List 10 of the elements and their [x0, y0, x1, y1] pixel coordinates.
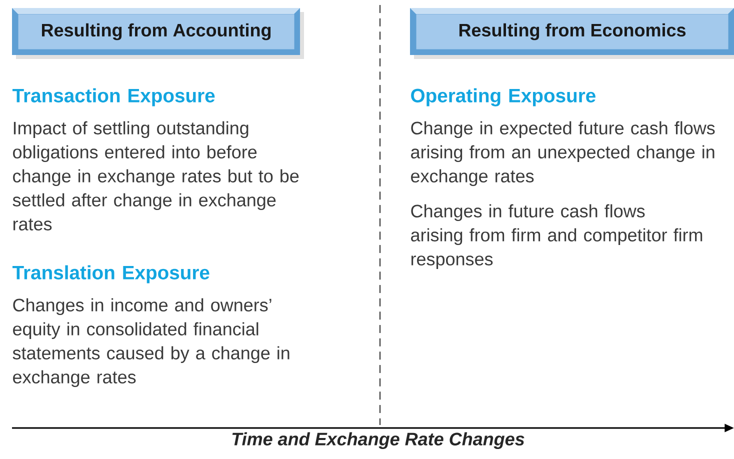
axis-label: Time and Exchange Rate Changes: [232, 432, 524, 450]
section-heading: Transaction Exposure: [12, 88, 215, 106]
description-text: Change in expected future cash flows arising from an unexpected change in exchange rates: [411, 121, 715, 186]
section-heading: Operating Exposure: [411, 88, 596, 106]
description-text: Impact of settling outstanding obligations entered into before change in exchange rates but to be settled after change in exchange rates: [12, 121, 299, 230]
section-heading: Translation Exposure: [12, 265, 210, 284]
header-box: Resulting from Economics: [410, 8, 734, 59]
description-text: Changes in future cash flows arising from firm and competitor firm responses: [411, 204, 702, 270]
header-box: Resulting from Accounting: [12, 8, 304, 59]
description-text: Changes in income and owners’ equity in consolidated financial statements caused by a change in exchange rates: [12, 298, 290, 388]
